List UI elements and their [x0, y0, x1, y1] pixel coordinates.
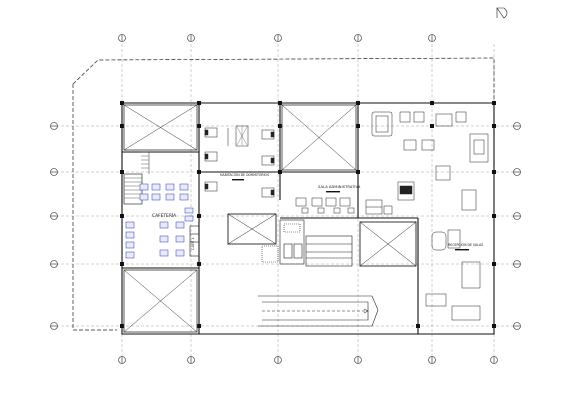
grid-markers-right: [513, 122, 521, 330]
column-grid-marker-icon: [354, 34, 362, 42]
column-grid-marker-icon: [354, 356, 362, 364]
label-markers: [232, 179, 469, 251]
column-grid-marker-icon: [187, 34, 195, 42]
cafeteria-furniture: [125, 183, 194, 259]
column-grid-marker-icon: [490, 356, 498, 364]
label-recepcion: RECEPCIÓN DE SALAS: [448, 242, 483, 247]
building-walls: [121, 102, 495, 335]
grid-markers-left: [50, 122, 58, 330]
column-grid-marker-icon: [513, 168, 521, 176]
label-cafe-num: CAFE 1: [191, 237, 195, 250]
column-grid-marker-icon: [50, 122, 58, 130]
grid-markers-top: [118, 34, 436, 42]
column-grid-marker-icon: [513, 260, 521, 268]
column-grid-marker-icon: [187, 356, 195, 364]
void-top-center: [281, 104, 357, 171]
admin-furniture: [295, 197, 393, 215]
grid-markers-bottom: [118, 356, 498, 364]
structural-columns: [120, 101, 496, 328]
column-grid-marker-icon: [118, 356, 126, 364]
property-boundary: [72, 57, 495, 331]
column-grid-marker-icon: [50, 212, 58, 220]
service-core: [261, 219, 353, 267]
column-grid-marker-icon: [118, 34, 126, 42]
column-grid-marker-icon: [274, 356, 282, 364]
north-arrow-icon: [496, 7, 508, 19]
column-grid-marker-icon: [513, 122, 521, 130]
dormitory-furniture: [204, 125, 275, 198]
ramp: [258, 295, 379, 327]
column-grid-marker-icon: [50, 260, 58, 268]
column-grid-lines: [56, 44, 516, 357]
column-grid-marker-icon: [428, 356, 436, 364]
void-bottom-left: [123, 269, 198, 333]
column-grid-marker-icon: [428, 34, 436, 42]
void-center-left: [227, 213, 277, 245]
column-grid-marker-icon: [274, 34, 282, 42]
column-grid-marker-icon: [50, 322, 58, 330]
column-grid-marker-icon: [50, 168, 58, 176]
column-grid-marker-icon: [513, 322, 521, 330]
void-center-right: [359, 221, 417, 267]
cafe-counter: [189, 225, 200, 257]
column-grid-marker-icon: [513, 212, 521, 220]
label-cafeteria: CAFETERÍA: [152, 212, 176, 219]
label-sala-admin: SALA ADMINISTRATIVA: [318, 185, 361, 189]
label-dormitorio: HABITACIÓN DE DORMITORIOS: [220, 172, 269, 177]
void-top-left: [123, 104, 198, 151]
reception-furniture: [371, 111, 489, 321]
